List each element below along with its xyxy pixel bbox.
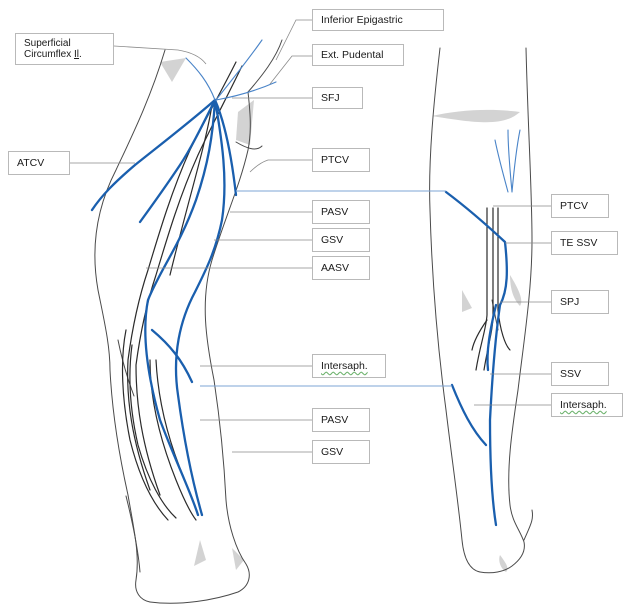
label-ptcv-posterior: PTCV — [551, 194, 609, 218]
label-atcv: ATCV — [8, 151, 70, 175]
label-superficial-circumflex-line2: Circumflex Il. — [24, 49, 82, 61]
leader-lines — [70, 20, 551, 452]
label-ssv: SSV — [551, 362, 609, 386]
label-intersaph-anterior: Intersaph. — [312, 354, 386, 378]
label-superficial-circumflex-il: Superficial Circumflex Il. — [15, 33, 114, 65]
label-aasv: AASV — [312, 256, 370, 280]
label-inferior-epigastric: Inferior Epigastric — [312, 9, 444, 31]
label-ptcv-anterior: PTCV — [312, 148, 370, 172]
anterior-leg-figure — [95, 40, 282, 603]
label-te-ssv: TE SSV — [551, 231, 618, 255]
label-intersaph-anterior-text: Intersaph. — [321, 360, 368, 372]
label-ext-pudental: Ext. Pudental — [312, 44, 404, 66]
label-pasv-lower: PASV — [312, 408, 370, 432]
label-pasv-upper: PASV — [312, 200, 370, 224]
label-spj: SPJ — [551, 290, 609, 314]
label-intersaph-posterior-text: Intersaph. — [560, 399, 607, 411]
label-intersaph-posterior: Intersaph. — [551, 393, 623, 417]
posterior-leg-figure — [430, 48, 533, 573]
label-gsv-upper: GSV — [312, 228, 370, 252]
label-superficial-circumflex-line1: Superficial — [24, 38, 71, 50]
label-gsv-lower: GSV — [312, 440, 370, 464]
label-sfj: SFJ — [312, 87, 363, 109]
